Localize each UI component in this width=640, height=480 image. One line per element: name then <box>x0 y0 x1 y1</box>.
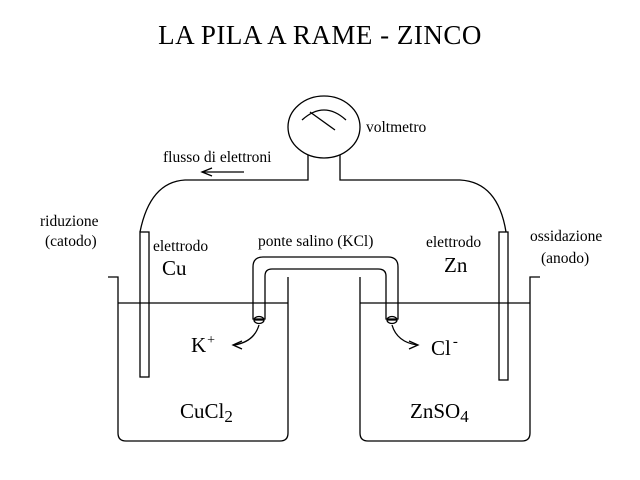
right-beaker <box>359 276 540 442</box>
anode-label: (anodo) <box>541 250 589 267</box>
copper-electrode <box>139 231 150 378</box>
left-electrode-label: elettrodo <box>153 238 208 255</box>
diagram-title: LA PILA A RAME - ZINCO <box>158 20 482 50</box>
copper-chloride-label: CuCl2 <box>180 399 233 426</box>
salt-bridge <box>252 256 399 320</box>
copper-label: Cu <box>162 256 187 280</box>
voltmeter-body <box>287 95 361 159</box>
potassium-ion-label: K+ <box>191 333 215 357</box>
left-beaker <box>108 276 289 442</box>
oxidation-label: ossidazione <box>530 228 602 245</box>
voltmeter-label: voltmetro <box>366 119 427 136</box>
reduction-label: riduzione <box>40 213 99 230</box>
cl-ion-arrow <box>391 324 420 350</box>
right-bridge-plug <box>386 315 398 325</box>
voltmeter-scale-arc <box>301 109 347 121</box>
zinc-label: Zn <box>444 253 468 277</box>
zinc-sulfate-label: ZnSO4 <box>410 399 469 426</box>
voltmeter <box>287 95 361 159</box>
wire-right <box>339 155 507 233</box>
right-electrode-label: elettrodo <box>426 234 481 251</box>
wire-left <box>139 155 309 233</box>
electron-flow-label: flusso di elettroni <box>163 149 272 166</box>
voltmeter-needle <box>309 111 336 131</box>
left-bridge-plug <box>253 315 265 325</box>
salt-bridge-label: ponte salino (KCl) <box>258 233 373 250</box>
chloride-ion-label: Cl- <box>431 334 458 360</box>
cathode-label: (catodo) <box>45 233 97 250</box>
electron-flow-arrow <box>200 167 244 177</box>
zinc-electrode <box>498 231 509 381</box>
k-ion-arrow <box>231 324 260 350</box>
